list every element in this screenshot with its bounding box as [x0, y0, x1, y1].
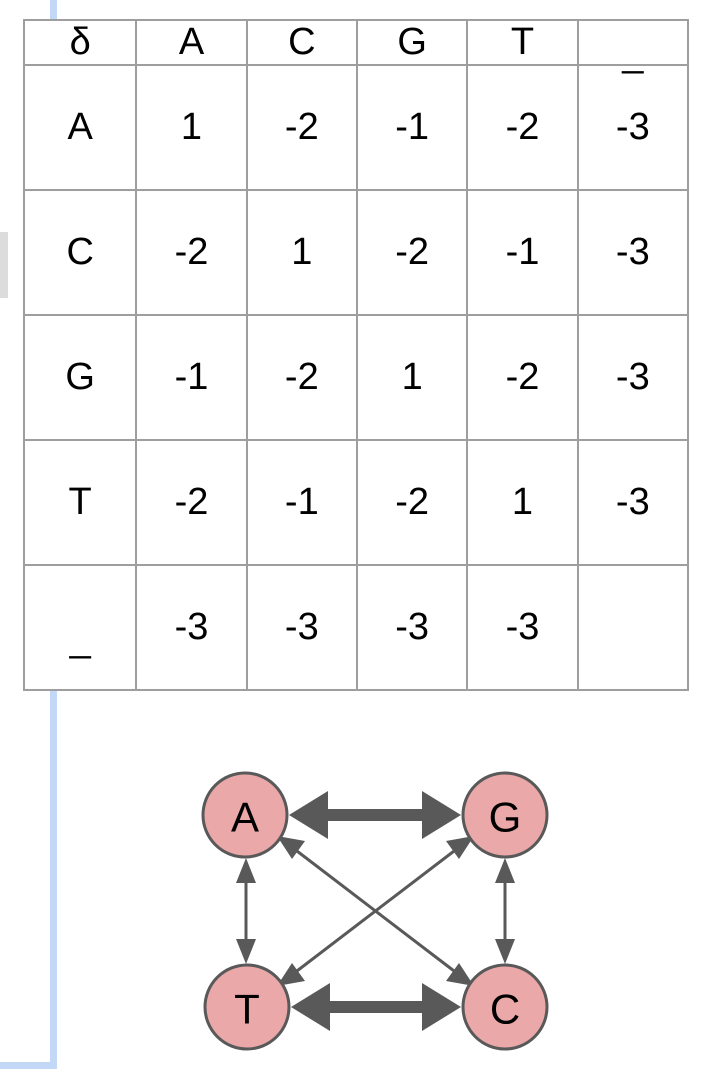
matrix-cell: -3 [576, 439, 690, 566]
scrollbar-fragment[interactable] [0, 232, 8, 298]
node-circle [461, 771, 549, 859]
connector-line-vertical [50, 690, 57, 1069]
matrix-header-row: δ A C G T _ [22, 19, 690, 75]
matrix-cell: -2 [135, 439, 248, 566]
graph-node-t[interactable]: T [203, 963, 291, 1051]
connector-line-horizontal [0, 1062, 57, 1069]
matrix-col-header-gap: _ [576, 19, 690, 75]
matrix-cell: -3 [466, 564, 579, 691]
nucleotide-transition-graph: A G T C [150, 740, 600, 1080]
matrix-cell: -2 [135, 189, 248, 316]
edge-t-c [291, 983, 461, 1031]
matrix-cell: -2 [355, 189, 469, 316]
matrix-corner-cell: δ [22, 19, 138, 66]
matrix-cell: -3 [576, 64, 690, 191]
matrix-cell: -3 [576, 189, 690, 316]
connector-line-top [50, 0, 57, 22]
matrix-cell: -2 [466, 314, 579, 441]
edge-a-t [236, 858, 256, 964]
matrix-cell: -1 [135, 314, 248, 441]
matrix-cell: -1 [355, 64, 469, 191]
matrix-cell: -1 [245, 439, 358, 566]
matrix-cell: -2 [466, 64, 579, 191]
node-label: C [490, 986, 520, 1033]
matrix-col-header-t: T [466, 19, 579, 66]
gap-underscore-glyph: _ [622, 33, 644, 75]
matrix-row: _-3-3-3-3 [22, 564, 690, 691]
matrix-cell: -1 [466, 189, 579, 316]
edge-g-t [277, 836, 474, 986]
gap-underscore-glyph: _ [69, 618, 91, 660]
matrix-col-header-g: G [355, 19, 469, 66]
matrix-cell: -3 [245, 564, 358, 691]
matrix-col-header-a: A [135, 19, 248, 66]
edge-g-c [495, 858, 515, 964]
node-label: G [489, 794, 522, 841]
node-circle [201, 771, 289, 859]
matrix-row-header: T [22, 439, 138, 566]
edge-a-g [289, 791, 461, 839]
matrix-cell: -3 [355, 564, 469, 691]
matrix-cell: -3 [135, 564, 248, 691]
matrix-cell: 1 [355, 314, 469, 441]
graph-node-g[interactable]: G [461, 771, 549, 859]
matrix-cell: -3 [576, 314, 690, 441]
matrix-row-header: A [22, 64, 138, 191]
node-label: T [234, 986, 260, 1033]
matrix-cell: -2 [245, 314, 358, 441]
matrix-cell: 1 [135, 64, 248, 191]
matrix-cell: 1 [466, 439, 579, 566]
node-label: A [231, 794, 259, 841]
matrix-row-header: _ [22, 564, 138, 691]
matrix-cell: 1 [245, 189, 358, 316]
matrix-col-header-c: C [245, 19, 358, 66]
node-circle [203, 963, 291, 1051]
graph-node-c[interactable]: C [461, 963, 549, 1051]
matrix-cell: -2 [245, 64, 358, 191]
matrix-cell: -2 [355, 439, 469, 566]
graph-node-a[interactable]: A [201, 771, 289, 859]
node-circle [461, 963, 549, 1051]
matrix-row-header: G [22, 314, 138, 441]
matrix-cell [576, 564, 690, 691]
graph-nodes: A G T C [201, 771, 549, 1051]
matrix-row-header: C [22, 189, 138, 316]
